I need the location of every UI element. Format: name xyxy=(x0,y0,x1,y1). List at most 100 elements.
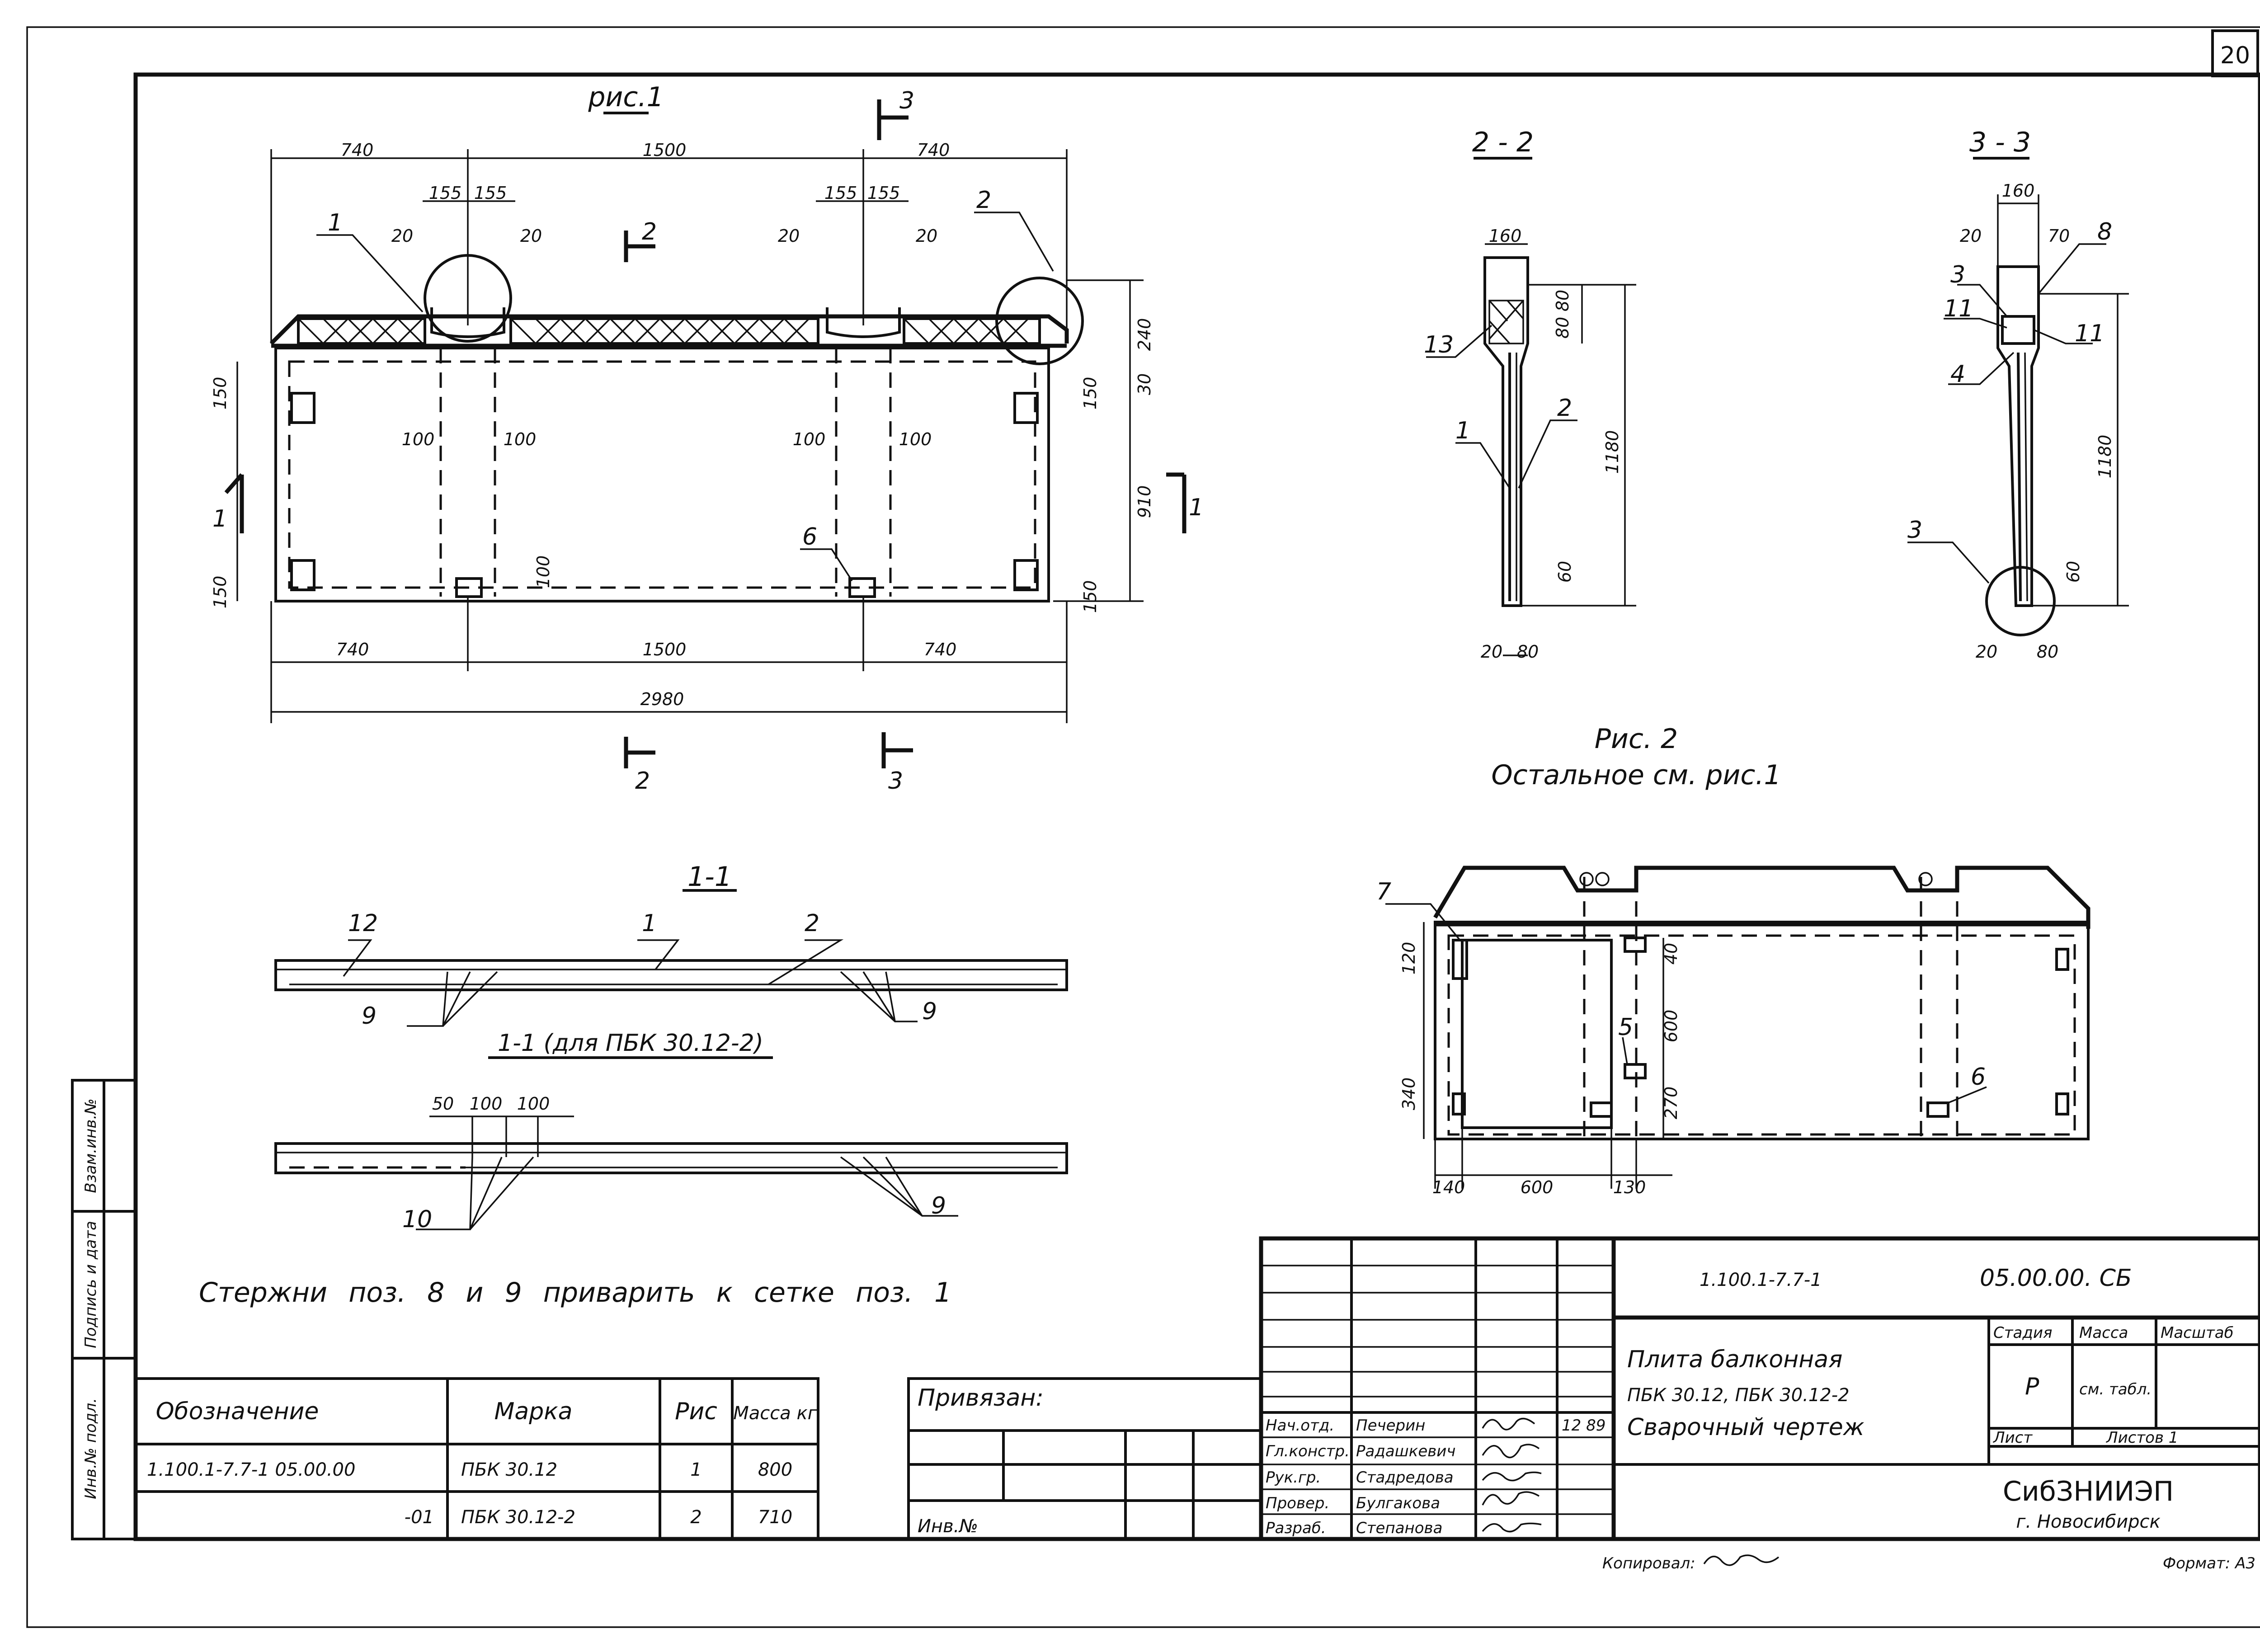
spec-row2-mark: ПБК 30.12-2 xyxy=(461,1507,575,1528)
doc-code: 1.100.1-7.7-1 xyxy=(1700,1270,1822,1290)
sec22-dim-60: 60 xyxy=(1555,561,1575,583)
copied-label: Копировал: xyxy=(1602,1554,1695,1572)
fig1-dim-top-right: 740 xyxy=(917,140,950,160)
fig2-dim-130: 130 xyxy=(1613,1177,1646,1197)
sec33-dim-160: 160 xyxy=(2002,181,2035,201)
spec-header-designation: Обозначение xyxy=(156,1398,319,1425)
fig1-title: рис.1 xyxy=(588,81,664,113)
fig1-section-mark-2-bottom: 2 xyxy=(635,767,650,795)
mass-value: см. табл. xyxy=(2079,1380,2152,1398)
sec11-callout-2: 2 xyxy=(805,910,819,937)
strip-inv: Инв.№ подл. xyxy=(82,1398,100,1499)
sec22-dim-160: 160 xyxy=(1489,226,1522,246)
title-date: 12 89 xyxy=(1562,1417,1606,1435)
fig2-subtitle: Остальное см. рис.1 xyxy=(1491,759,1781,791)
fig1-dim-100-d: 100 xyxy=(899,429,932,449)
sec33-callout-3-bottom: 3 xyxy=(1907,517,1922,544)
page-number-box xyxy=(2211,29,2259,77)
sec33-callout-11-left: 11 xyxy=(1944,295,1973,322)
outer-border xyxy=(26,26,2260,1628)
sec33-dim-20: 20 xyxy=(1960,226,1982,246)
fig1-dim-bottom-left: 740 xyxy=(336,640,369,659)
spec-table: Обозначение Марка Рис Масса кг 1.100.1-7… xyxy=(134,1377,819,1540)
sec11b-callout-9: 9 xyxy=(931,1192,946,1219)
stage-value: Р xyxy=(2025,1373,2039,1400)
fig2-dim-600-vertical: 600 xyxy=(1661,1010,1681,1043)
sec11-callout-12: 12 xyxy=(348,910,378,937)
fig1-dim-100-b: 100 xyxy=(504,429,537,449)
fig1-dim-100-c: 100 xyxy=(793,429,826,449)
format-label: Формат: А3 xyxy=(2163,1554,2255,1572)
spec-header-mark: Марка xyxy=(494,1398,572,1425)
sec22-callout-1: 1 xyxy=(1455,417,1470,444)
weld-note: Стержни поз. 8 и 9 приварить к сетке поз… xyxy=(199,1277,951,1308)
fig1-dim-right-150-b: 150 xyxy=(1080,580,1100,613)
sec33-callout-8: 8 xyxy=(2097,218,2112,245)
fig1-dim-240: 240 xyxy=(1135,318,1154,351)
fig2-dim-340: 340 xyxy=(1399,1078,1419,1111)
stage-header: Стадия xyxy=(1993,1324,2052,1342)
sec11b-dim-100-a: 100 xyxy=(470,1094,503,1114)
section-1-1: 1-1 12 1 2 9 9 xyxy=(274,861,1068,1030)
sec33-dim-80-bottom: 80 xyxy=(2037,642,2058,662)
spec-header-fig: Рис xyxy=(675,1398,717,1425)
fig1-dim-overall: 2980 xyxy=(640,689,684,709)
copied-signature xyxy=(1703,1554,1780,1566)
sheets-label: Листов 1 xyxy=(2105,1429,2178,1447)
fig1-dim-155-c: 155 xyxy=(824,183,857,203)
signature-1 xyxy=(1482,1417,1535,1431)
sec22-title: 2 - 2 xyxy=(1472,127,1534,158)
sec11-callout-9-left: 9 xyxy=(362,1002,377,1030)
fig1-callout-2: 2 xyxy=(976,187,991,214)
sec11b-title: 1-1 (для ПБК 30.12-2) xyxy=(498,1030,763,1057)
fig1-dim-155-b: 155 xyxy=(474,183,507,203)
sec11-callout-1: 1 xyxy=(642,910,657,937)
sec33-dim-70: 70 xyxy=(2048,226,2070,246)
staff-name-1: Печерин xyxy=(1356,1417,1425,1435)
sheet-label: Лист xyxy=(1992,1429,2033,1447)
scale-header: Масштаб xyxy=(2161,1324,2234,1342)
fig1-dim-20-c: 20 xyxy=(778,226,800,246)
spec-row1-mass: 800 xyxy=(758,1459,792,1480)
fig2-dim-120: 120 xyxy=(1399,942,1419,975)
signature-2 xyxy=(1482,1444,1540,1459)
title-block: Нач.отд. Печерин Гл.констр. Радашкевич Р… xyxy=(1259,1236,2260,1541)
fig1-dim-top-left: 740 xyxy=(341,140,374,160)
spec-row1-mark: ПБК 30.12 xyxy=(461,1459,557,1480)
org-city: г. Новосибирск xyxy=(2016,1511,2160,1532)
spec-row2-designation: -01 xyxy=(405,1507,434,1528)
figure-1-plan: рис.1 xyxy=(210,81,1204,795)
fig1-dim-910: 910 xyxy=(1135,485,1154,518)
binding-label: Привязан: xyxy=(918,1384,1044,1412)
fig1-dim-left-150-a: 150 xyxy=(210,377,230,410)
fig1-section-mark-2-top: 2 xyxy=(642,218,657,245)
spec-row2-mass: 710 xyxy=(758,1507,792,1528)
sec22-dim-80-b: 80 xyxy=(1553,317,1573,339)
fig1-dim-20-b: 20 xyxy=(520,226,542,246)
sec33-callout-3-top: 3 xyxy=(1950,261,1965,288)
sec33-dim-20-bottom: 20 xyxy=(1976,642,1997,662)
signature-4 xyxy=(1482,1491,1540,1506)
fig2-callout-5: 5 xyxy=(1618,1014,1633,1041)
staff-role-4: Провер. xyxy=(1266,1494,1329,1512)
fig1-dim-20-a: 20 xyxy=(391,226,413,246)
fig1-dim-top-mid: 1500 xyxy=(643,140,687,160)
staff-name-4: Булгакова xyxy=(1356,1494,1440,1512)
fig1-dim-155-a: 155 xyxy=(429,183,462,203)
left-strip: Взам.инв.№ Подпись и дата Инв.№ подл. xyxy=(71,1079,137,1540)
title-name-line2: ПБК 30.12, ПБК 30.12-2 xyxy=(1627,1385,1850,1406)
fig1-dim-30: 30 xyxy=(1135,373,1154,395)
fig1-dim-left-150-b: 150 xyxy=(210,576,230,609)
staff-name-3: Стадредова xyxy=(1356,1468,1454,1487)
fig2-dim-600: 600 xyxy=(1521,1177,1554,1197)
spec-row1-fig: 1 xyxy=(690,1459,702,1480)
sec11-title: 1-1 xyxy=(687,861,732,893)
fig1-dim-bottom-mid: 1500 xyxy=(643,640,687,659)
spec-row2-fig: 2 xyxy=(690,1507,702,1528)
spec-header-mass: Масса кг xyxy=(733,1403,817,1424)
sec11b-dim-100-b: 100 xyxy=(517,1094,550,1114)
fig2-callout-6: 6 xyxy=(1971,1064,1986,1091)
binding-inv-label: Инв.№ xyxy=(918,1516,978,1537)
sec33-dim-1180: 1180 xyxy=(2095,435,2115,479)
